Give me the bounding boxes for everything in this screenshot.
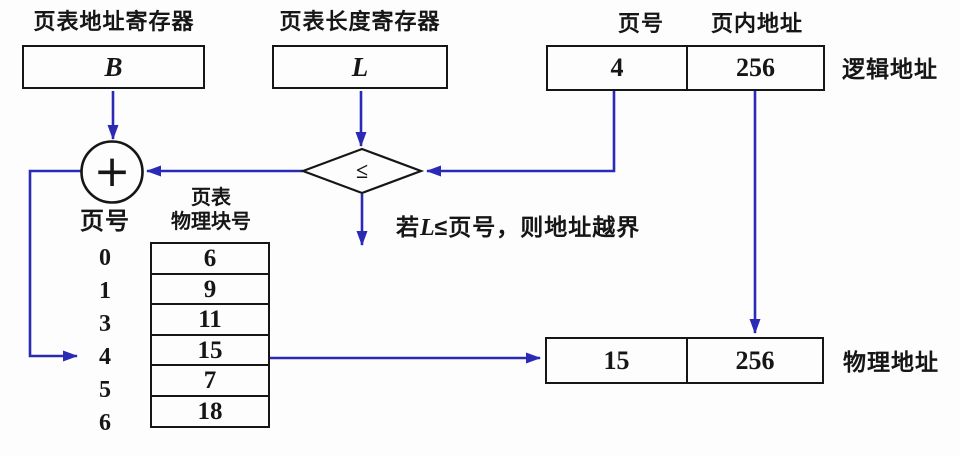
logical-offset-header: 页内地址 (710, 11, 803, 36)
page-table-len-register-value: L (351, 51, 369, 82)
page-table-addr-register-value: B (104, 51, 123, 82)
page-table-header: 页表 物理块号 (150, 186, 272, 234)
page-index-4: 5 (99, 377, 111, 403)
page-index-2: 3 (99, 311, 111, 337)
logical-offset-value: 256 (736, 53, 775, 82)
physical-block-cell: 15 (547, 339, 688, 382)
page-table-len-register-box: L (272, 45, 448, 89)
table-row: 18 (150, 394, 270, 428)
logical-page-number-cell: 4 (548, 47, 688, 89)
logical-page-number-header: 页号 (617, 11, 664, 36)
page-index-5: 6 (99, 410, 111, 436)
table-row: 6 (150, 242, 270, 275)
table-row: 7 (150, 364, 270, 397)
table-row: 15 (150, 333, 270, 367)
page-index-1: 1 (99, 278, 111, 304)
physical-address-label: 物理地址 (843, 349, 939, 375)
physical-address-box: 15 256 (545, 337, 824, 384)
logical-offset-cell: 256 (688, 47, 823, 89)
adder-page-number-label: 页号 (80, 208, 130, 235)
less-equal-icon: ≤ (355, 158, 369, 183)
arrow-pageno-to-comparator (426, 91, 616, 177)
page-index-3: 4 (99, 344, 111, 370)
physical-block-value: 15 (603, 345, 630, 375)
table-row: 9 (150, 272, 270, 306)
out-of-bounds-note: 若L≤页号，则地址越界 (396, 214, 641, 241)
page-index-0: 0 (99, 245, 111, 271)
logical-page-number-value: 4 (610, 53, 624, 82)
arrow-adder-to-page-table-row (28, 169, 81, 362)
logical-address-box: 4 256 (546, 45, 825, 91)
page-table-header-line2: 物理块号 (171, 211, 251, 233)
plus-icon: + (93, 146, 131, 197)
page-table-addr-register-label: 页表地址寄存器 (33, 9, 195, 34)
page-table-len-register-label: 页表长度寄存器 (279, 9, 441, 34)
logical-address-label: 逻辑地址 (842, 56, 938, 82)
page-table-addr-register-box: B (22, 45, 205, 89)
page-table-header-line1: 页表 (191, 187, 231, 209)
physical-offset-cell: 256 (688, 339, 822, 382)
page-table: 6 9 11 15 7 18 (150, 242, 270, 428)
table-row: 11 (150, 303, 270, 336)
physical-offset-value: 256 (735, 345, 775, 375)
